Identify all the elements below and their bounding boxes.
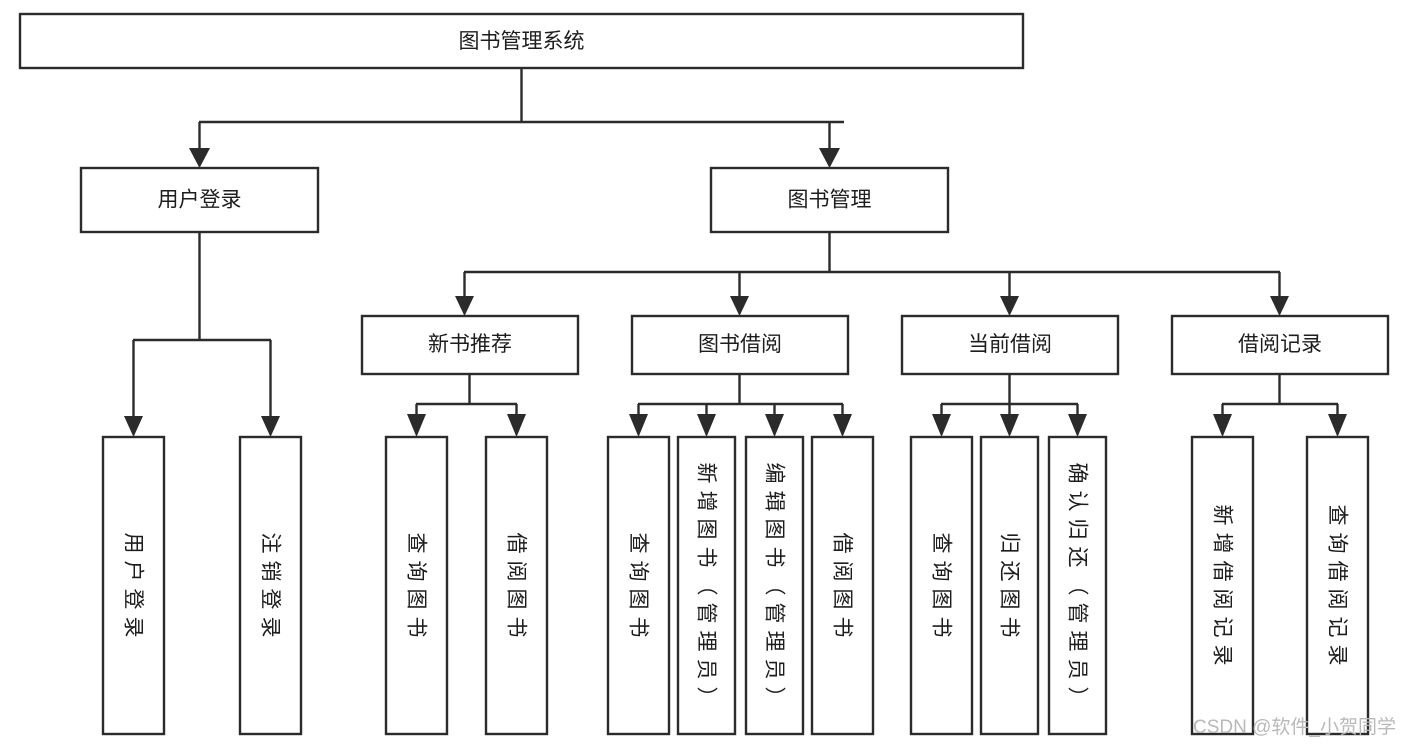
node-new-book-recommend-box[interactable] [360, 314, 580, 376]
node-borrow-record[interactable]: 借阅记录 [1170, 314, 1390, 376]
node-current-borrow-box[interactable] [900, 314, 1120, 376]
node-leaf-return-book[interactable]: 归还图书 [979, 435, 1040, 736]
node-leaf-user-logout-label: 注销登录 [259, 533, 282, 645]
node-leaf-query-book-3[interactable]: 查询图书 [909, 435, 974, 736]
arrow-head-leaf-user-login [124, 416, 143, 437]
node-leaf-borrow-book-1-label: 借阅图书 [505, 533, 528, 645]
node-leaf-add-record-box[interactable] [1190, 435, 1255, 736]
node-user-login[interactable]: 用户登录 [79, 166, 320, 234]
node-leaf-query-book-1-label: 查询图书 [405, 533, 428, 645]
arrow-head-borrow-record [1270, 296, 1289, 316]
node-leaf-query-record-box[interactable] [1305, 435, 1370, 736]
node-leaf-add-book[interactable]: 新增图书（管理员） [676, 435, 737, 736]
node-leaf-add-book-label: 新增图书（管理员） [695, 463, 718, 715]
node-new-book-recommend-label: 新书推荐 [428, 333, 512, 356]
node-leaf-confirm-return-box[interactable] [1047, 435, 1108, 736]
arrow-head-current-borrow [1000, 296, 1019, 316]
node-leaf-edit-book[interactable]: 编辑图书（管理员） [744, 435, 805, 736]
arrow-head-leaf-query-book-1 [407, 414, 426, 437]
csdn-watermark: CSDN @软件_小贺同学 [1193, 716, 1396, 738]
arrow-head-leaf-user-logout [261, 416, 280, 437]
node-leaf-borrow-book-2-box[interactable] [810, 435, 875, 736]
connector-group-root-to-level2 [189, 68, 844, 168]
node-book-borrow-box[interactable] [630, 314, 850, 376]
node-book-borrow[interactable]: 图书借阅 [630, 314, 850, 376]
node-leaf-borrow-book-2-label: 借阅图书 [831, 533, 854, 645]
node-leaf-query-book-2-label: 查询图书 [627, 533, 650, 645]
node-leaf-borrow-book-2[interactable]: 借阅图书 [810, 435, 875, 736]
node-leaf-user-logout-box[interactable] [238, 435, 303, 736]
connector-group-current-borrow-to-leaves [932, 374, 1087, 437]
node-leaf-query-record-label: 查询借阅记录 [1326, 505, 1349, 673]
node-leaf-user-logout[interactable]: 注销登录 [238, 435, 303, 736]
node-leaf-edit-book-box[interactable] [744, 435, 805, 736]
arrow-head-leaf-confirm-return [1068, 414, 1087, 437]
arrow-head-leaf-add-record [1213, 414, 1232, 437]
arrow-head-leaf-edit-book [765, 414, 784, 437]
node-borrow-record-box[interactable] [1170, 314, 1390, 376]
arrow-head-leaf-query-book-2 [629, 414, 648, 437]
node-leaf-edit-book-label: 编辑图书（管理员） [763, 463, 786, 715]
node-leaf-query-book-1-box[interactable] [384, 435, 449, 736]
node-leaf-return-book-box[interactable] [979, 435, 1040, 736]
arrow-head-book-borrow [730, 296, 749, 316]
node-leaf-query-book-2-box[interactable] [606, 435, 671, 736]
arrow-head-leaf-borrow-book-2 [833, 414, 852, 437]
node-borrow-record-label: 借阅记录 [1238, 333, 1322, 356]
node-leaf-return-book-label: 归还图书 [998, 533, 1021, 645]
connector-group-borrow-record-to-leaves [1213, 374, 1347, 437]
node-leaf-borrow-book-1[interactable]: 借阅图书 [484, 435, 549, 736]
node-leaf-add-record[interactable]: 新增借阅记录 [1190, 435, 1255, 736]
node-leaf-query-book-3-label: 查询图书 [930, 533, 953, 645]
arrow-head-user-login [189, 148, 210, 168]
connector-group-user-login-to-leaves [124, 232, 280, 437]
connector-group-book-borrow-to-leaves [629, 374, 852, 437]
node-leaf-borrow-book-1-box[interactable] [484, 435, 549, 736]
node-user-login-label: 用户登录 [158, 189, 242, 212]
arrow-head-leaf-add-book [697, 414, 716, 437]
node-user-login-box[interactable] [79, 166, 320, 234]
node-leaf-query-record[interactable]: 查询借阅记录 [1305, 435, 1370, 736]
connector-group-new-book-recommend-to-leaves [407, 374, 526, 437]
arrow-head-leaf-query-record [1328, 414, 1347, 437]
node-leaf-user-login[interactable]: 用户登录 [101, 435, 166, 736]
node-book-manage[interactable]: 图书管理 [709, 166, 950, 234]
arrow-head-leaf-query-book-3 [932, 414, 951, 437]
node-current-borrow-label: 当前借阅 [968, 333, 1052, 356]
node-root-box[interactable] [18, 12, 1025, 70]
node-leaf-add-book-box[interactable] [676, 435, 737, 736]
node-root[interactable]: 图书管理系统 [18, 12, 1025, 70]
node-leaf-query-book-2[interactable]: 查询图书 [606, 435, 671, 736]
node-book-manage-label: 图书管理 [788, 189, 872, 212]
arrow-head-leaf-borrow-book-1 [507, 414, 526, 437]
arrow-head-book-manage [819, 148, 840, 168]
node-root-label: 图书管理系统 [459, 30, 585, 53]
arrow-head-leaf-return-book [1000, 414, 1019, 437]
node-current-borrow[interactable]: 当前借阅 [900, 314, 1120, 376]
node-leaf-user-login-label: 用户登录 [122, 533, 145, 645]
node-leaf-query-book-3-box[interactable] [909, 435, 974, 736]
node-leaf-confirm-return[interactable]: 确认归还（管理员） [1047, 435, 1108, 736]
node-new-book-recommend[interactable]: 新书推荐 [360, 314, 580, 376]
arrow-head-new-book-recommend [455, 296, 474, 316]
node-leaf-confirm-return-label: 确认归还（管理员） [1066, 463, 1089, 715]
node-book-borrow-label: 图书借阅 [698, 333, 782, 356]
node-leaf-user-login-box[interactable] [101, 435, 166, 736]
node-leaf-query-book-1[interactable]: 查询图书 [384, 435, 449, 736]
node-book-manage-box[interactable] [709, 166, 950, 234]
node-leaf-add-record-label: 新增借阅记录 [1211, 505, 1234, 673]
connector-group-book-manage-to-level3 [455, 232, 1289, 316]
